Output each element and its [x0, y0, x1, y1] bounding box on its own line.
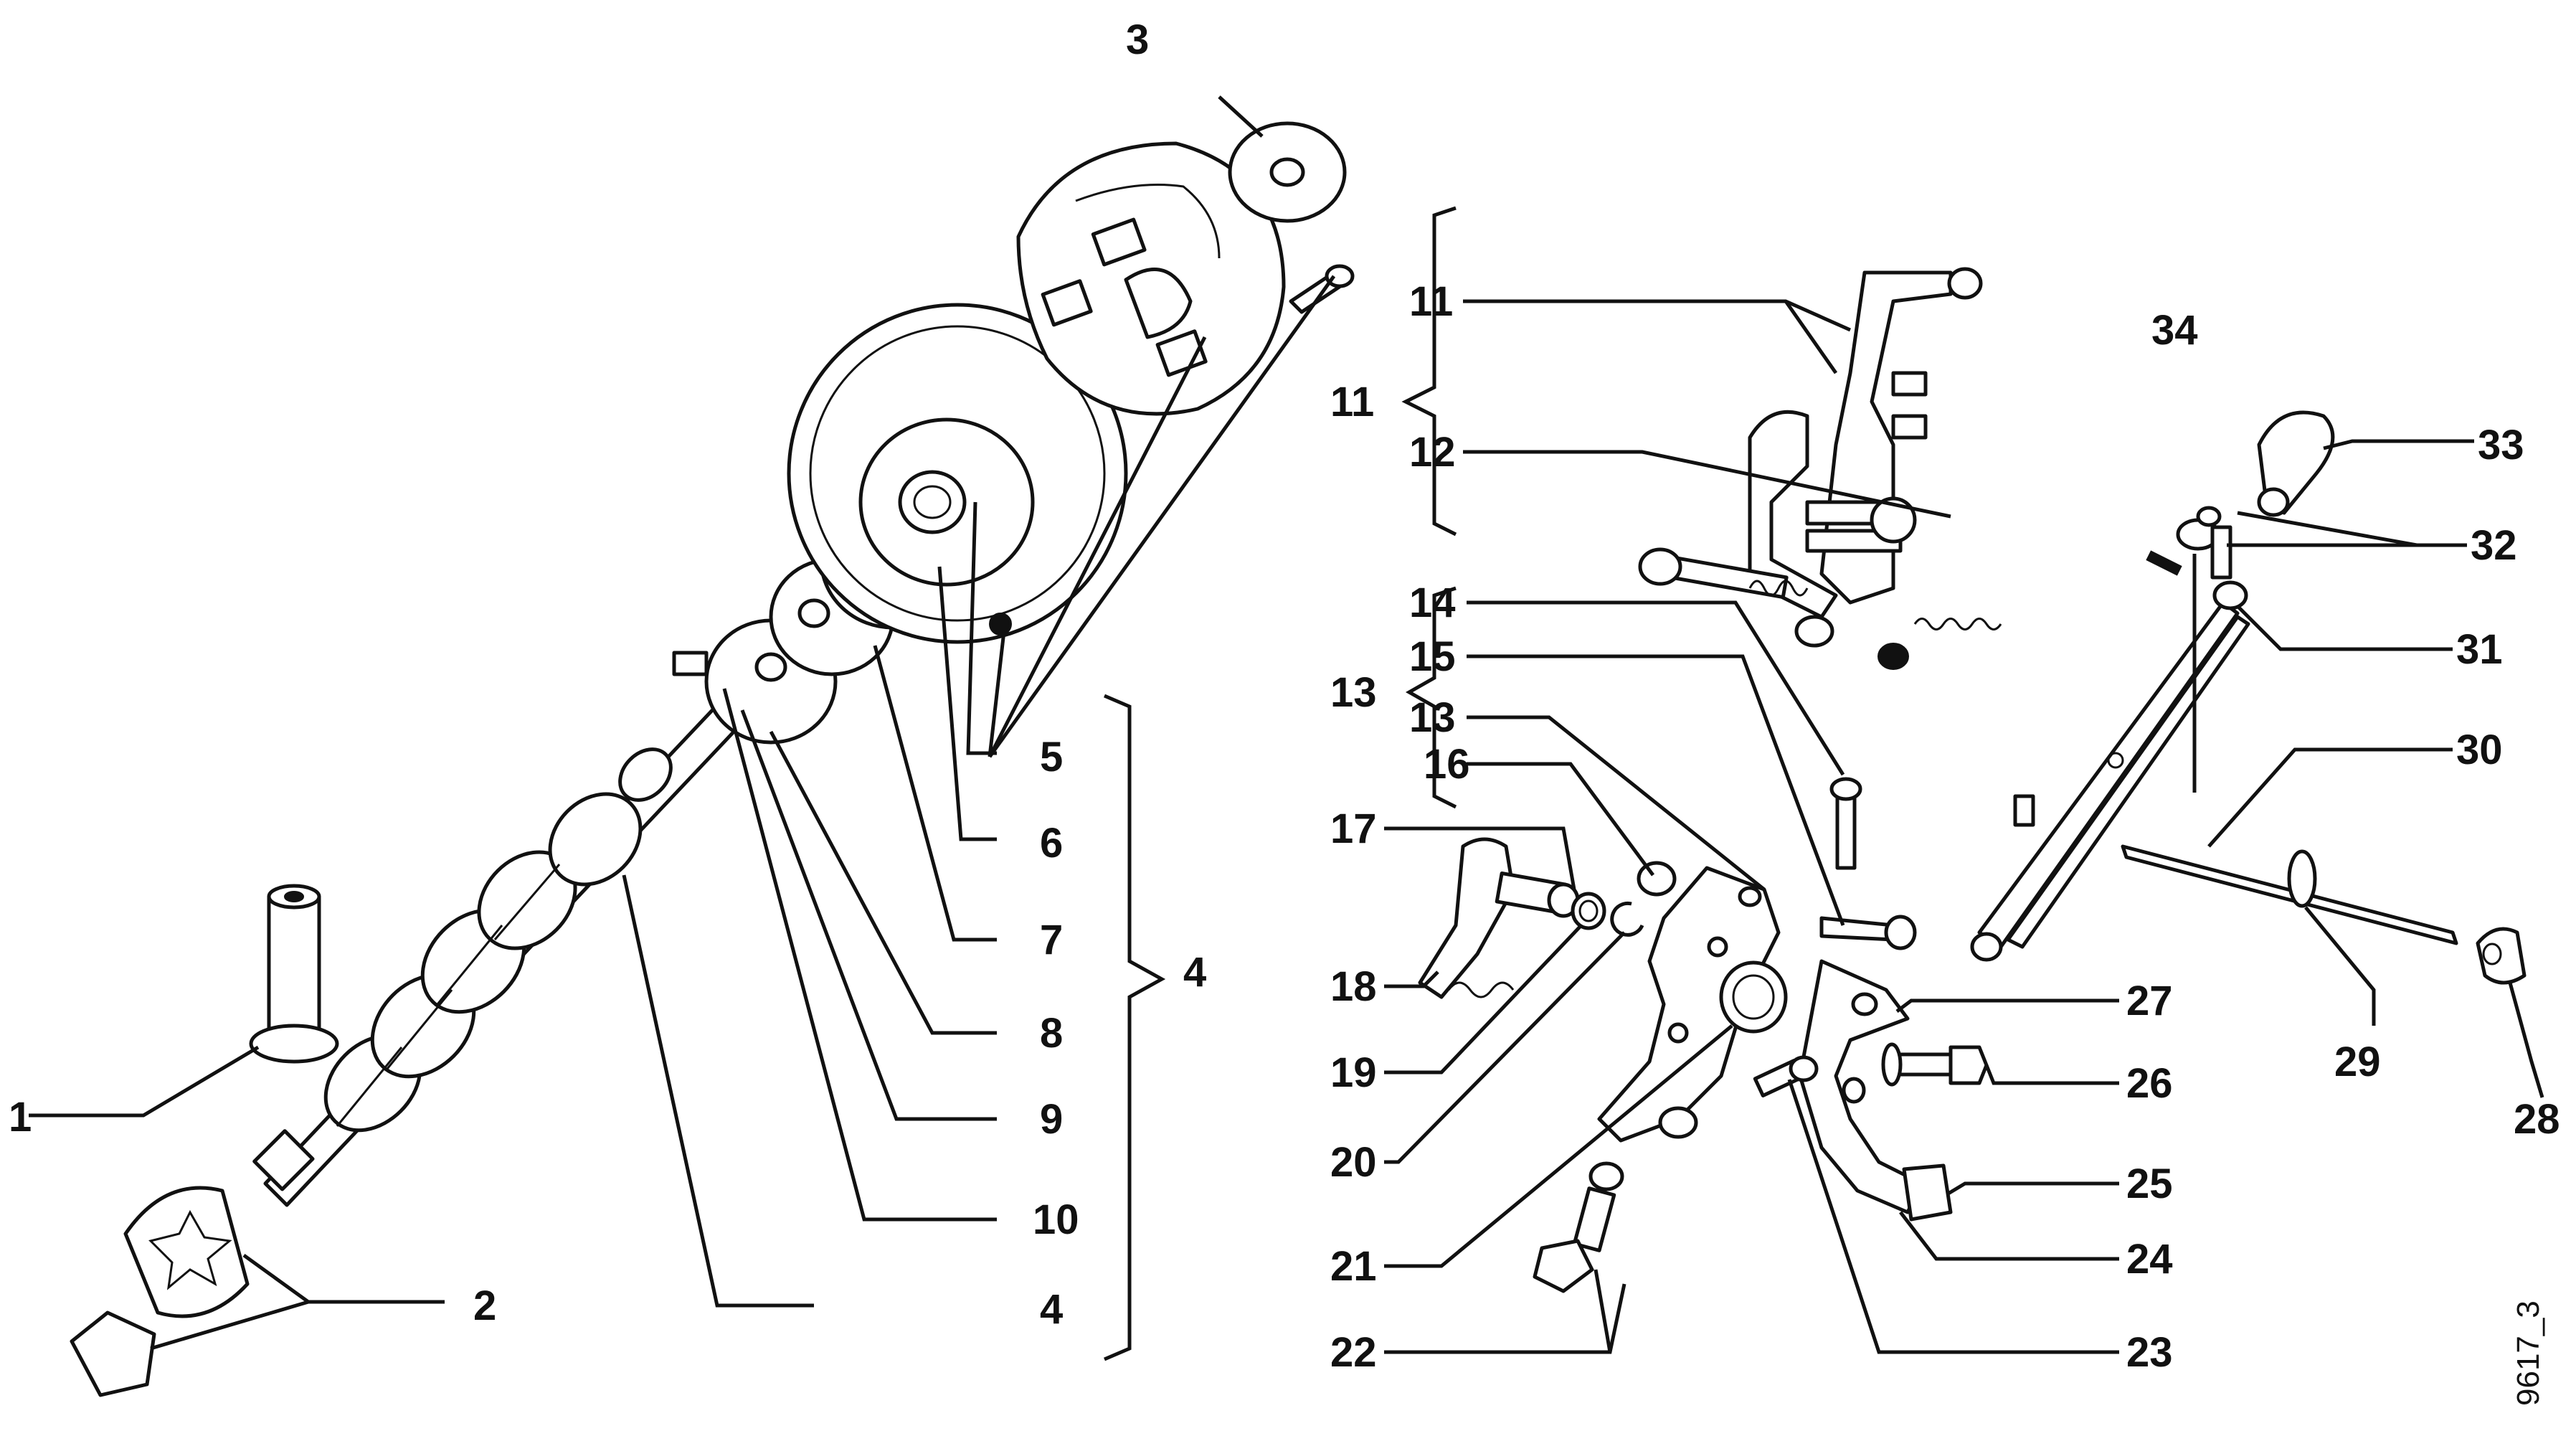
callout-4-group: 4	[1183, 949, 1206, 996]
camshaft	[252, 665, 777, 1207]
callout-13-group: 13	[1330, 669, 1377, 716]
lever-assembly	[1748, 267, 1983, 619]
circlip-20	[1610, 901, 1644, 937]
plate-screw	[1289, 264, 1355, 314]
nut-16	[1637, 861, 1677, 897]
callout-6: 6	[1040, 820, 1063, 866]
callout-10: 10	[1033, 1196, 1079, 1243]
tappet	[249, 884, 339, 1064]
callout-9: 9	[1040, 1096, 1063, 1143]
callout-12: 12	[1409, 429, 1456, 476]
stud-23	[1753, 1055, 1819, 1097]
ring-19	[1571, 892, 1606, 930]
callout-1: 1	[9, 1094, 32, 1140]
callout-32: 32	[2471, 522, 2517, 569]
lever-arm-24	[1798, 959, 1924, 1214]
small-lever	[1418, 837, 1580, 999]
lever-nuts	[1794, 615, 1909, 670]
callout-17: 17	[1330, 806, 1377, 852]
callout-25: 25	[2126, 1161, 2173, 1207]
callout-4: 4	[1040, 1286, 1063, 1333]
callout-18: 18	[1330, 963, 1377, 1010]
pad-25	[1902, 1163, 1953, 1222]
callout-13: 13	[1409, 694, 1456, 741]
callout-28: 28	[2514, 1096, 2560, 1143]
callout-29: 29	[2334, 1039, 2381, 1085]
link-rod-31	[1970, 580, 2250, 962]
callout-5: 5	[1040, 734, 1063, 780]
callout-27: 27	[2126, 978, 2173, 1024]
callout-11: 11	[1409, 278, 1453, 325]
main-lever-plate	[1597, 866, 1788, 1143]
bolt-22	[1533, 1161, 1624, 1293]
timing-gear	[787, 303, 1128, 644]
callout-20: 20	[1330, 1139, 1377, 1186]
callout-11-group: 11	[1330, 379, 1374, 425]
pin-34	[2146, 550, 2182, 576]
callout-3: 3	[1126, 16, 1149, 63]
callout-15: 15	[1409, 633, 1456, 680]
washer-29	[2287, 849, 2317, 908]
coupling	[70, 1186, 250, 1397]
callout-21: 21	[1330, 1243, 1377, 1290]
callout-7: 7	[1040, 917, 1063, 963]
callout-24: 24	[2126, 1236, 2173, 1283]
washer	[1228, 121, 1347, 223]
callout-19: 19	[1330, 1049, 1377, 1096]
callout-23: 23	[2126, 1329, 2173, 1376]
callout-16: 16	[1424, 741, 1470, 788]
callout-33: 33	[2478, 422, 2524, 468]
ball-joint-32	[2176, 506, 2232, 580]
screw-15	[1819, 915, 1917, 950]
flyweight-plate	[1016, 141, 1286, 416]
callout-30: 30	[2456, 727, 2503, 773]
rod-30	[2121, 844, 2458, 945]
callout-2: 2	[473, 1283, 496, 1329]
callout-26: 26	[2126, 1060, 2173, 1107]
bolt-26	[1881, 1042, 1989, 1087]
plug-28	[2476, 927, 2527, 985]
lever-pin	[1638, 547, 1809, 600]
callout-34: 34	[2151, 307, 2198, 354]
callout-31: 31	[2456, 626, 2503, 673]
callout-14: 14	[1409, 580, 1456, 626]
screw-14	[1829, 777, 1862, 870]
drawing-code: 9617_3	[2511, 1300, 2546, 1406]
lever-spring	[1913, 618, 2002, 631]
knob-33	[2257, 410, 2335, 517]
callout-22: 22	[1330, 1329, 1377, 1376]
callout-8: 8	[1040, 1010, 1063, 1057]
